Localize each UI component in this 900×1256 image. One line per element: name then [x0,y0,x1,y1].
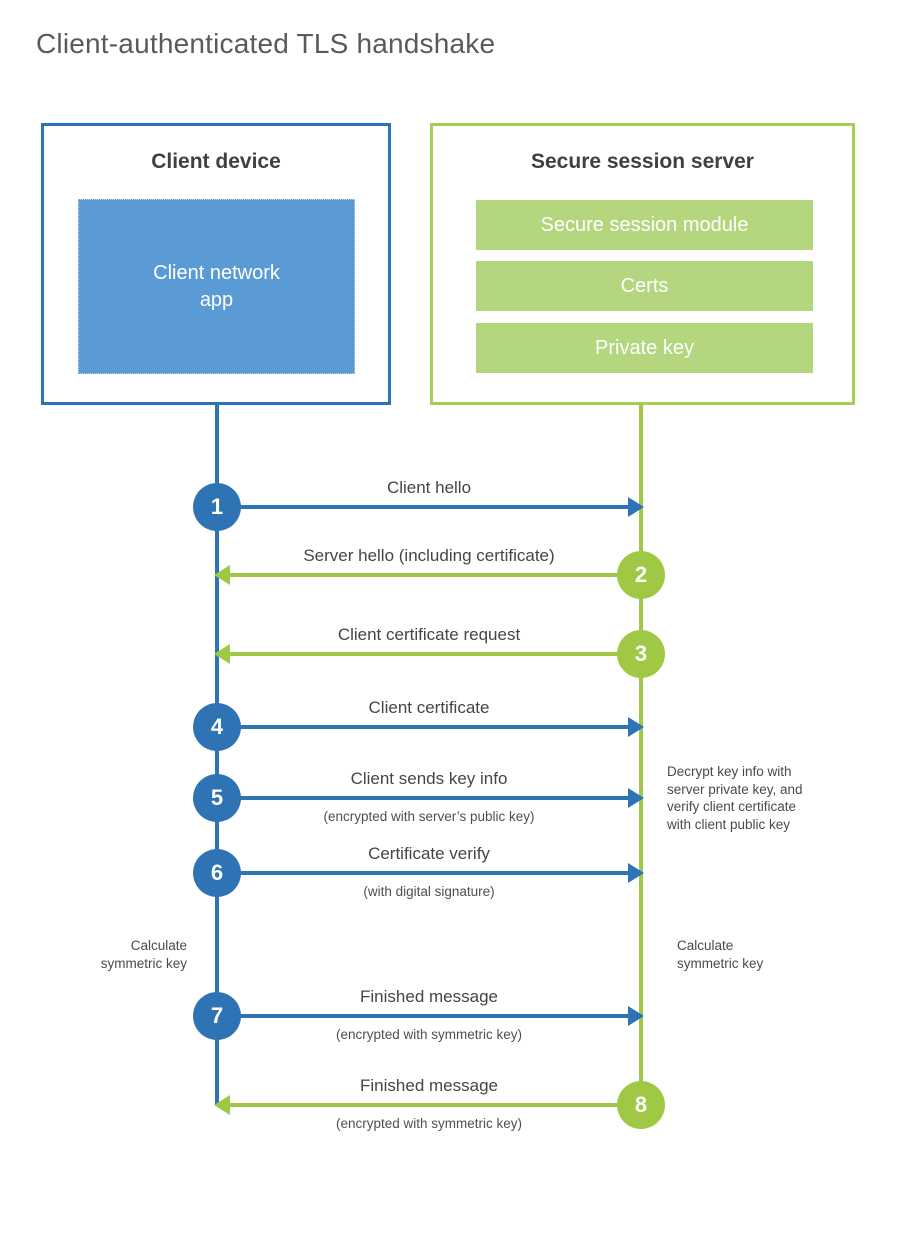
step-8-badge: 8 [617,1081,665,1129]
step-5-sublabel: (encrypted with server’s public key) [323,809,535,824]
message-arrow [214,1095,641,1115]
step-5-badge: 5 [193,774,241,822]
client-lifeline [215,404,219,1105]
step-7-badge: 7 [193,992,241,1040]
page-title: Client-authenticated TLS handshake [36,28,496,59]
arrowhead-right-icon [628,1006,644,1026]
arrowhead-right-icon [628,863,644,883]
calculate-symmetric-key-server: Calculate symmetric key [677,938,764,971]
secure-session-server-title: Secure session server [531,150,754,173]
step-4-label: Client certificate [368,698,490,717]
message-arrow [214,565,641,585]
message-arrow [214,644,641,664]
message-arrow [217,717,644,737]
step-5-label: Client sends key info [350,769,508,788]
arrowhead-left-icon [214,565,230,585]
step-8-label: Finished message [360,1076,498,1095]
step-3-label: Client certificate request [337,625,521,644]
step-4-badge: 4 [193,703,241,751]
arrowhead-right-icon [628,788,644,808]
server-lifeline [639,404,643,1105]
step-3-badge: 3 [617,630,665,678]
client-network-app-box: Client network app [78,199,355,374]
step-7-label: Finished message [360,987,498,1006]
message-arrow [217,497,644,517]
server-module-certs: Certs [476,261,813,311]
step-2-label: Server hello (including certificate) [303,546,555,565]
client-network-app-label: Client network app [153,261,280,311]
step-1-badge: 1 [193,483,241,531]
client-device-box: Client device Client network app [41,123,391,405]
message-arrow [217,863,644,883]
decrypt-note-line: Decrypt key info with [667,764,792,779]
step-7-sublabel: (encrypted with symmetric key) [335,1027,523,1042]
decrypt-note-line: server private key, and [667,781,803,797]
message-arrow [217,788,644,808]
decrypt-key-note: Decrypt key info with server private key… [667,763,803,833]
step-2-badge: 2 [617,551,665,599]
arrowhead-right-icon [628,717,644,737]
server-module-secure-session: Secure session module [476,200,813,250]
decrypt-note-line: verify client certificate [667,799,797,814]
step-6-badge: 6 [193,849,241,897]
arrowhead-left-icon [214,1095,230,1115]
client-device-title: Client device [151,150,281,173]
server-module-private-key: Private key [476,323,813,373]
step-6-label: Certificate verify [368,844,490,863]
arrowhead-left-icon [214,644,230,664]
step-8-sublabel: (encrypted with symmetric key) [335,1116,523,1131]
step-6-sublabel: (with digital signature) [363,884,495,899]
calculate-symmetric-key-client: Calculate symmetric key [100,938,187,971]
decrypt-note-line: with client public key [667,816,791,832]
message-arrow [217,1006,644,1026]
secure-session-server-box: Secure session server Secure session mod… [430,123,855,405]
step-1-label: Client hello [386,478,472,497]
arrowhead-right-icon [628,497,644,517]
